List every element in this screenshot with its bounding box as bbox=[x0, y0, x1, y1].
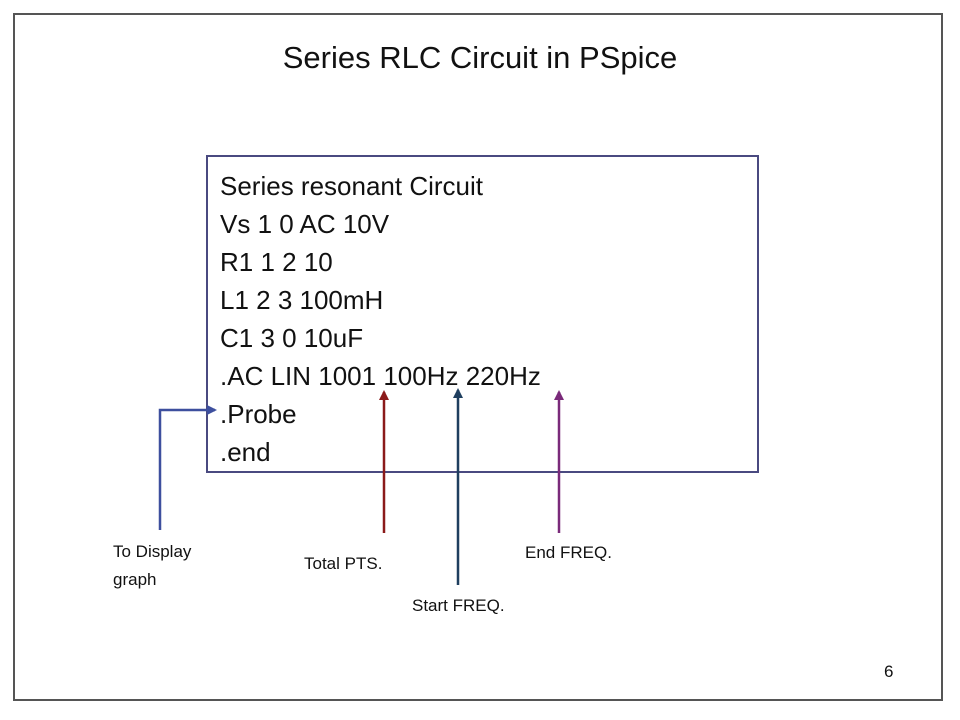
label-display-graph-line1: To Display bbox=[113, 542, 192, 561]
netlist-inductor-line: L1 2 3 100mH bbox=[220, 285, 384, 315]
netlist-end-line: .end bbox=[220, 437, 271, 467]
netlist-title-line: Series resonant Circuit bbox=[220, 171, 483, 201]
netlist-source-line: Vs 1 0 AC 10V bbox=[220, 209, 390, 239]
label-display-graph-line2: graph bbox=[113, 570, 157, 589]
netlist-box: Series resonant Circuit Vs 1 0 AC 10V R1… bbox=[206, 155, 759, 473]
label-total-pts: Total PTS. bbox=[304, 554, 383, 573]
label-display-graph: To Display graph bbox=[113, 538, 191, 594]
netlist-ac-line: .AC LIN 1001 100Hz 220Hz bbox=[220, 361, 541, 391]
netlist-probe-line: .Probe bbox=[220, 399, 297, 429]
label-start-freq: Start FREQ. bbox=[412, 596, 505, 615]
slide-frame bbox=[13, 13, 943, 701]
netlist-resistor-line: R1 1 2 10 bbox=[220, 247, 333, 277]
slide-title: Series RLC Circuit in PSpice bbox=[282, 40, 678, 75]
page-number: 6 bbox=[884, 662, 894, 681]
label-end-freq: End FREQ. bbox=[525, 543, 612, 562]
arrow-display-graph bbox=[158, 405, 217, 530]
netlist-capacitor-line: C1 3 0 10uF bbox=[220, 323, 364, 353]
